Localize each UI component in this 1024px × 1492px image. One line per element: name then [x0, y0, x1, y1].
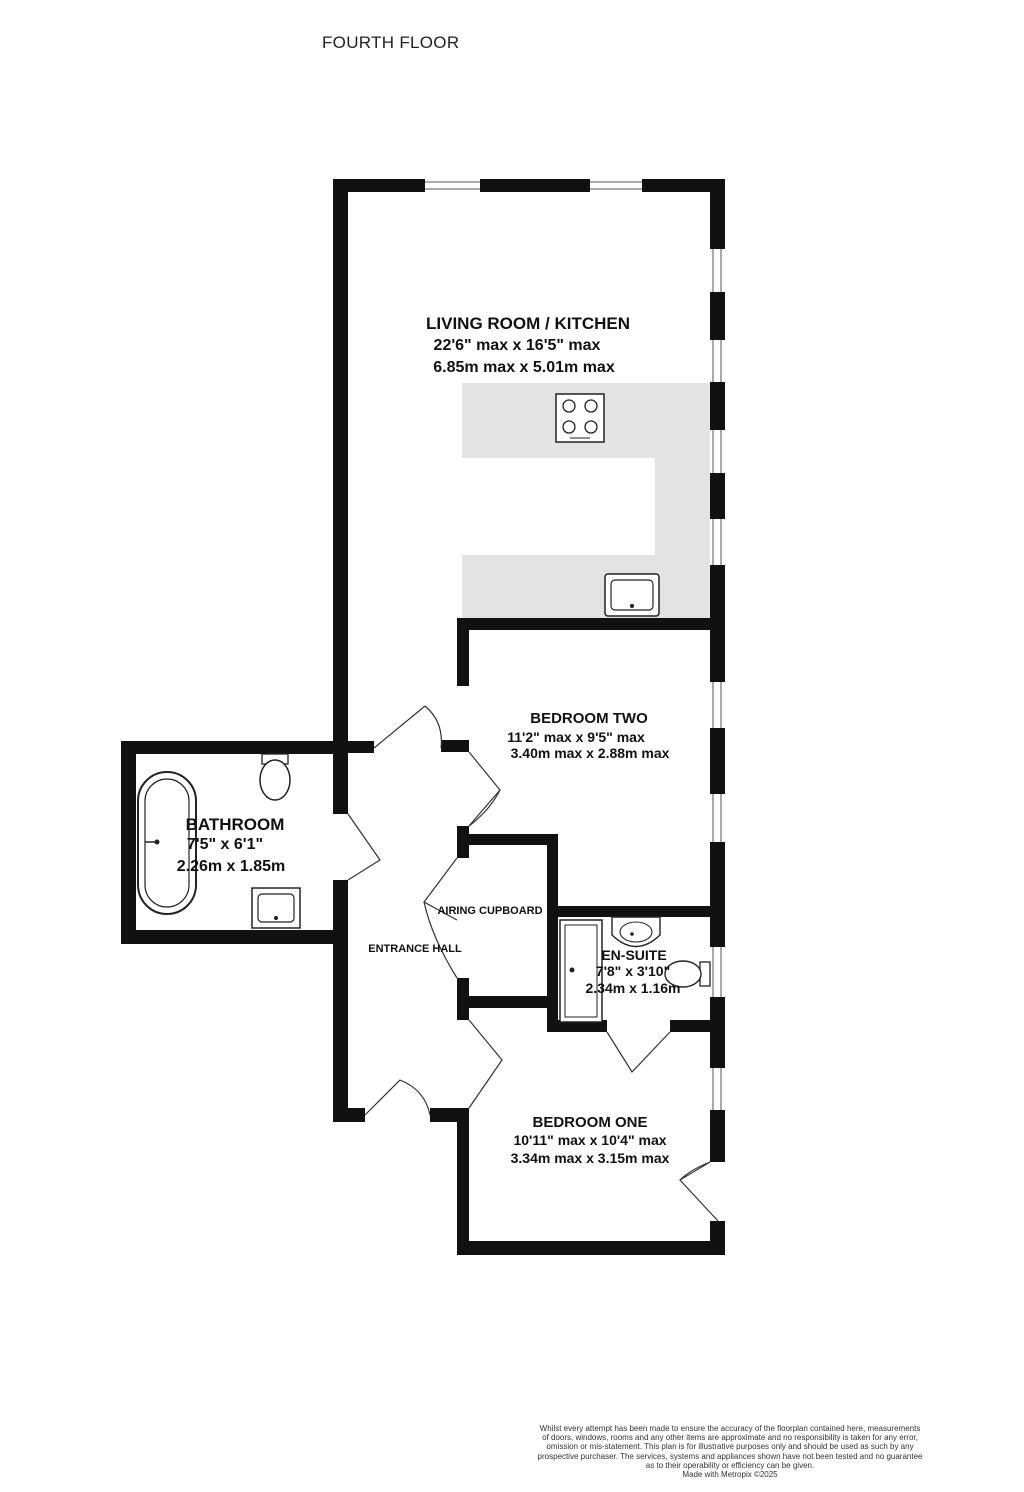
wall-ensuite-right-2 [710, 997, 725, 1027]
kitchen-sink-icon [604, 573, 660, 617]
disclaimer-line: of doors, windows, rooms and any other i… [542, 1433, 918, 1443]
wall-living-top-3 [642, 179, 725, 192]
door-airing-cupboard [423, 857, 458, 979]
bathroom-dim-imperial: 7'5" x 6'1" [187, 836, 263, 853]
doors [347, 705, 719, 1222]
wall-bathroom-bottom [121, 930, 348, 944]
wall-airing-top [457, 834, 558, 845]
ensuite-dim-metric: 2.34m x 1.16m [586, 980, 681, 996]
wall-right-3 [710, 382, 725, 430]
bathroom-basin-icon [251, 887, 301, 929]
ensuite-toilet-icon [664, 960, 711, 988]
entrance-hall-label: ENTRANCE HALL [368, 943, 462, 955]
wall-bedroom-one-bottom [457, 1241, 725, 1255]
floor-title: FOURTH FLOOR [322, 33, 460, 52]
bedroom-two-dim-imperial: 11'2" max x 9'5" max [507, 729, 645, 745]
bathroom-name: BATHROOM [186, 815, 285, 834]
bedroom-one-dim-imperial: 10'11" max x 10'4" max [513, 1132, 666, 1148]
living-room-dim-imperial: 22'6" max x 16'5" max [434, 337, 601, 354]
bedroom-two-name: BEDROOM TWO [530, 710, 648, 727]
kitchen-counter-right [655, 383, 710, 618]
wall-airing-left-bottom [457, 978, 469, 1008]
wall-living-top-1 [333, 179, 425, 192]
wall-right-2 [710, 292, 725, 340]
door-hall-bottom [364, 1079, 431, 1116]
wall-bathroom-left [121, 741, 136, 944]
disclaimer-line: as to their operability or efficiency ca… [645, 1460, 815, 1470]
living-room-name: LIVING ROOM / KITCHEN [426, 314, 630, 333]
windows [425, 181, 722, 1110]
wall-bathroom-top-right [348, 741, 374, 753]
bath-icon [137, 771, 197, 915]
wall-right-6 [710, 728, 725, 794]
kitchen-counter-cutout [462, 458, 655, 555]
door-living [373, 705, 443, 749]
door-bathroom [347, 813, 381, 881]
wall-airing-bottom [457, 996, 558, 1008]
wall-airing-right [547, 834, 558, 1032]
living-room-dim-metric: 6.85m max x 5.01m max [433, 359, 615, 376]
wall-bedroom-one-left-1 [457, 1008, 469, 1020]
wall-bedroom-two-left-1 [457, 618, 469, 686]
wall-right-1 [710, 179, 725, 249]
disclaimer: Whilst every attempt has been made to en… [470, 1424, 990, 1479]
bedroom-one-name: BEDROOM ONE [532, 1114, 647, 1131]
wall-bedroom-one-right-2 [710, 1110, 725, 1162]
ensuite-name: EN-SUITE [601, 947, 666, 963]
disclaimer-credit: Made with Metropix ©2025 [682, 1470, 778, 1480]
door-bedroom-one [468, 1019, 503, 1109]
wall-hall-left-2 [333, 880, 348, 1122]
wall-bedroom-one-left-2 [457, 1108, 469, 1255]
wall-bedroom-two-left-3 [457, 740, 469, 752]
toilet-icon [259, 753, 291, 801]
wall-ensuite-bottom-1 [547, 1020, 607, 1032]
disclaimer-line: prospective purchaser. The services, sys… [537, 1451, 923, 1461]
disclaimer-line: Whilst every attempt has been made to en… [539, 1424, 921, 1433]
door-ensuite [606, 1031, 671, 1073]
wall-bedroom-one-left-3 [430, 1108, 469, 1122]
disclaimer-line: omission or mis-statement. This plan is … [546, 1442, 914, 1452]
door-bedroom-one-side [679, 1161, 719, 1222]
wall-right-4 [710, 473, 725, 519]
wall-hall-bottom [333, 1108, 365, 1122]
door-bedroom-two [468, 751, 501, 827]
bathroom-dim-metric: 2.26m x 1.85m [177, 858, 286, 875]
ensuite-basin-icon [611, 916, 661, 948]
airing-cupboard-label: AIRING CUPBOARD [437, 905, 542, 917]
wall-right-7 [710, 842, 725, 914]
ensuite-dim-imperial: 7'8" x 3'10" [596, 963, 670, 979]
wall-bathroom-top [121, 741, 348, 754]
wall-ensuite-right-1 [710, 917, 725, 947]
bedroom-two-dim-metric: 3.40m max x 2.88m max [511, 745, 670, 761]
wall-living-top-2 [480, 179, 590, 192]
wall-hall-left-1 [333, 749, 348, 814]
bedroom-one-dim-metric: 3.34m max x 3.15m max [511, 1150, 670, 1166]
wall-bedroom-two-top [457, 618, 725, 630]
shower-tray-icon [559, 919, 603, 1023]
wall-bedroom-one-right-1 [710, 1020, 725, 1068]
wall-bedroom-two-bottom [547, 906, 725, 917]
hob-icon [555, 393, 605, 443]
wall-living-left [333, 179, 348, 749]
